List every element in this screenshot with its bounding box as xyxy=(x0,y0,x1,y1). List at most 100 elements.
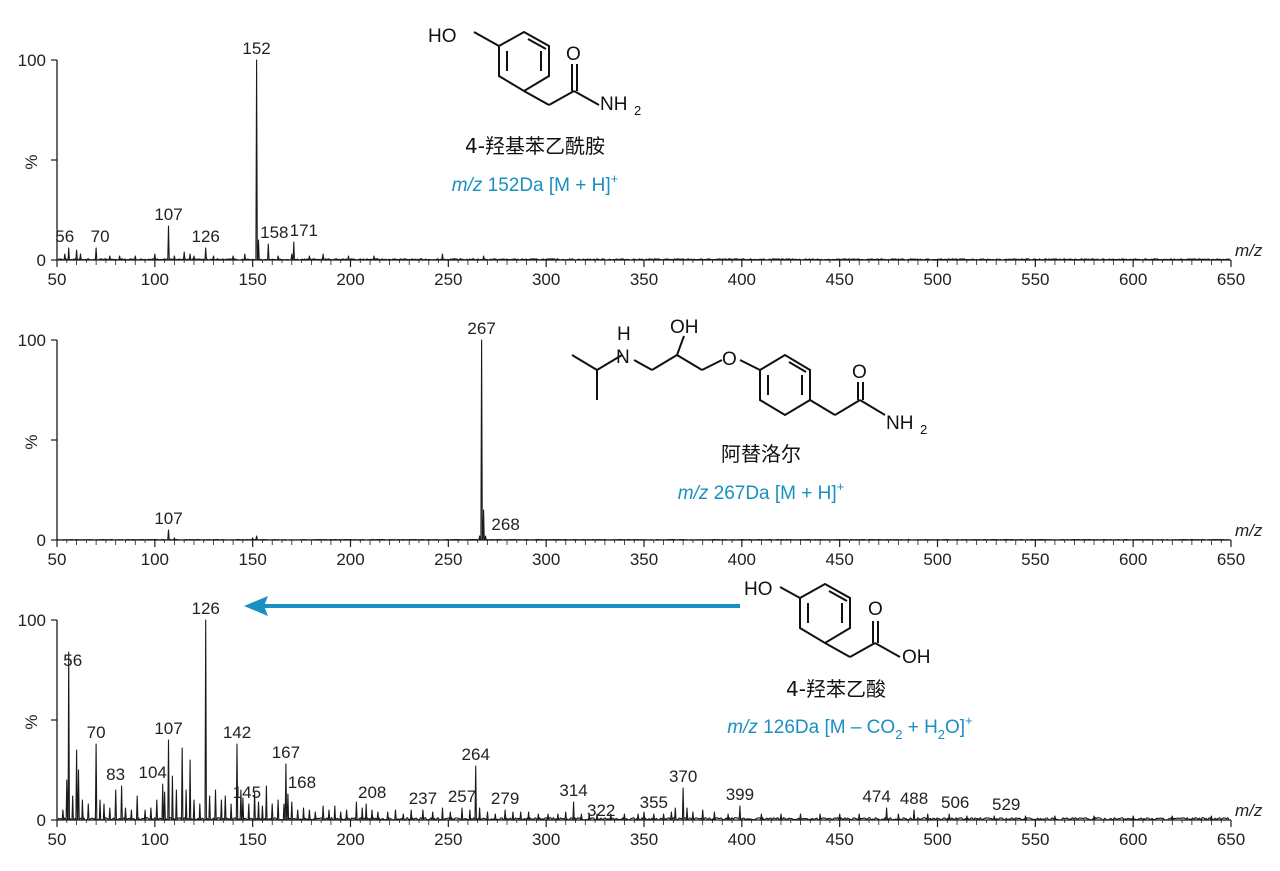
atom-subscript: 2 xyxy=(634,103,641,118)
x-tick-label: 150 xyxy=(238,550,266,569)
x-tick-label: 600 xyxy=(1119,830,1147,849)
peak-label: 355 xyxy=(640,793,668,812)
x-axis-label: m/z xyxy=(1235,241,1263,260)
x-axis-label: m/z xyxy=(1235,521,1263,540)
peak-label: 70 xyxy=(91,227,110,246)
atom-nh: NH xyxy=(886,413,913,434)
x-tick-label: 550 xyxy=(1021,830,1049,849)
atom-oh: OH xyxy=(902,647,931,668)
x-tick-label: 300 xyxy=(532,830,560,849)
molecule-mz-info: m/z 152Da [M + H]+ xyxy=(452,171,619,196)
peak-label: 257 xyxy=(448,787,476,806)
peak-label: 56 xyxy=(63,651,82,670)
x-tick-label: 300 xyxy=(532,550,560,569)
x-tick-label: 250 xyxy=(434,830,462,849)
peak-label: 126 xyxy=(192,227,220,246)
x-tick-label: 100 xyxy=(141,830,169,849)
x-tick-label: 100 xyxy=(141,550,169,569)
spectrum-trace xyxy=(57,59,1230,261)
peak-label: 70 xyxy=(87,723,106,742)
peak-label: 529 xyxy=(992,795,1020,814)
x-tick-label: 500 xyxy=(923,830,951,849)
atom-o: O xyxy=(566,44,581,65)
y-tick-label: 100 xyxy=(18,331,46,350)
peak-label: 56 xyxy=(55,227,74,246)
atom-o-carbonyl: O xyxy=(852,362,867,383)
atom-oh: OH xyxy=(670,317,699,338)
spectrum-trace xyxy=(57,339,1230,541)
x-tick-label: 100 xyxy=(141,270,169,289)
peak-label: 488 xyxy=(900,789,928,808)
x-tick-label: 650 xyxy=(1217,830,1245,849)
atom-o: O xyxy=(868,599,883,620)
x-tick-label: 150 xyxy=(238,830,266,849)
x-tick-label: 650 xyxy=(1217,270,1245,289)
atom-n: N xyxy=(616,347,630,368)
peak-label: 152 xyxy=(242,39,270,58)
atom-nh: NH xyxy=(600,94,627,115)
molecule-mz-info: m/z 267Da [M + H]+ xyxy=(678,479,845,504)
x-tick-label: 300 xyxy=(532,270,560,289)
y-axis-label: % xyxy=(22,434,41,449)
peak-label: 208 xyxy=(358,783,386,802)
x-tick-label: 200 xyxy=(336,270,364,289)
peak-label: 145 xyxy=(233,783,261,802)
y-axis-label: % xyxy=(22,714,41,729)
x-tick-label: 350 xyxy=(630,550,658,569)
x-tick-label: 400 xyxy=(728,830,756,849)
peak-label: 107 xyxy=(154,719,182,738)
x-tick-label: 550 xyxy=(1021,270,1049,289)
y-tick-label: 0 xyxy=(37,531,46,550)
x-tick-label: 400 xyxy=(728,550,756,569)
x-tick-label: 50 xyxy=(48,270,67,289)
y-tick-label: 100 xyxy=(18,51,46,70)
peak-label: 158 xyxy=(260,223,288,242)
molecule-name: 4-羟苯乙酸 xyxy=(786,677,886,701)
peak-label: 126 xyxy=(192,599,220,618)
peak-label: 167 xyxy=(272,743,300,762)
x-tick-label: 450 xyxy=(825,270,853,289)
x-tick-label: 150 xyxy=(238,270,266,289)
x-tick-label: 350 xyxy=(630,830,658,849)
x-tick-label: 250 xyxy=(434,550,462,569)
x-tick-label: 250 xyxy=(434,270,462,289)
peak-label: 267 xyxy=(467,319,495,338)
peak-label: 322 xyxy=(587,801,615,820)
y-tick-label: 0 xyxy=(37,811,46,830)
peak-label: 506 xyxy=(941,793,969,812)
peak-label: 237 xyxy=(409,789,437,808)
y-tick-label: 100 xyxy=(18,611,46,630)
x-tick-label: 200 xyxy=(336,830,364,849)
peak-label: 168 xyxy=(288,773,316,792)
molecule-mz-info: m/z 126Da [M – CO2 + H2O]+ xyxy=(727,713,972,742)
atom-o: O xyxy=(722,349,737,370)
peak-label: 399 xyxy=(726,785,754,804)
x-tick-label: 600 xyxy=(1119,550,1147,569)
x-tick-label: 450 xyxy=(825,830,853,849)
peak-label: 279 xyxy=(491,789,519,808)
x-tick-label: 400 xyxy=(728,270,756,289)
x-tick-label: 500 xyxy=(923,550,951,569)
peak-label: 171 xyxy=(290,221,318,240)
y-axis-label: % xyxy=(22,154,41,169)
peak-label: 107 xyxy=(154,509,182,528)
x-axis-label: m/z xyxy=(1235,801,1263,820)
spectrum-trace xyxy=(57,619,1230,821)
atom-h: H xyxy=(617,324,631,345)
y-tick-label: 0 xyxy=(37,251,46,270)
x-tick-label: 650 xyxy=(1217,550,1245,569)
spectrum-panel-3: 0 100% 50 100 150 200 250 300 350 400 450 500 550 600… xyxy=(18,599,1263,849)
peak-label: 370 xyxy=(669,767,697,786)
x-tick-label: 500 xyxy=(923,270,951,289)
x-tick-label: 50 xyxy=(48,830,67,849)
peak-label: 107 xyxy=(154,205,182,224)
structure-4-hydroxyphenylacetic-acid xyxy=(779,582,901,658)
structure-atenolol xyxy=(571,335,886,417)
peak-label: 314 xyxy=(559,781,587,800)
peak-label: 83 xyxy=(106,765,125,784)
peak-label: 474 xyxy=(862,787,890,806)
x-tick-label: 450 xyxy=(825,550,853,569)
